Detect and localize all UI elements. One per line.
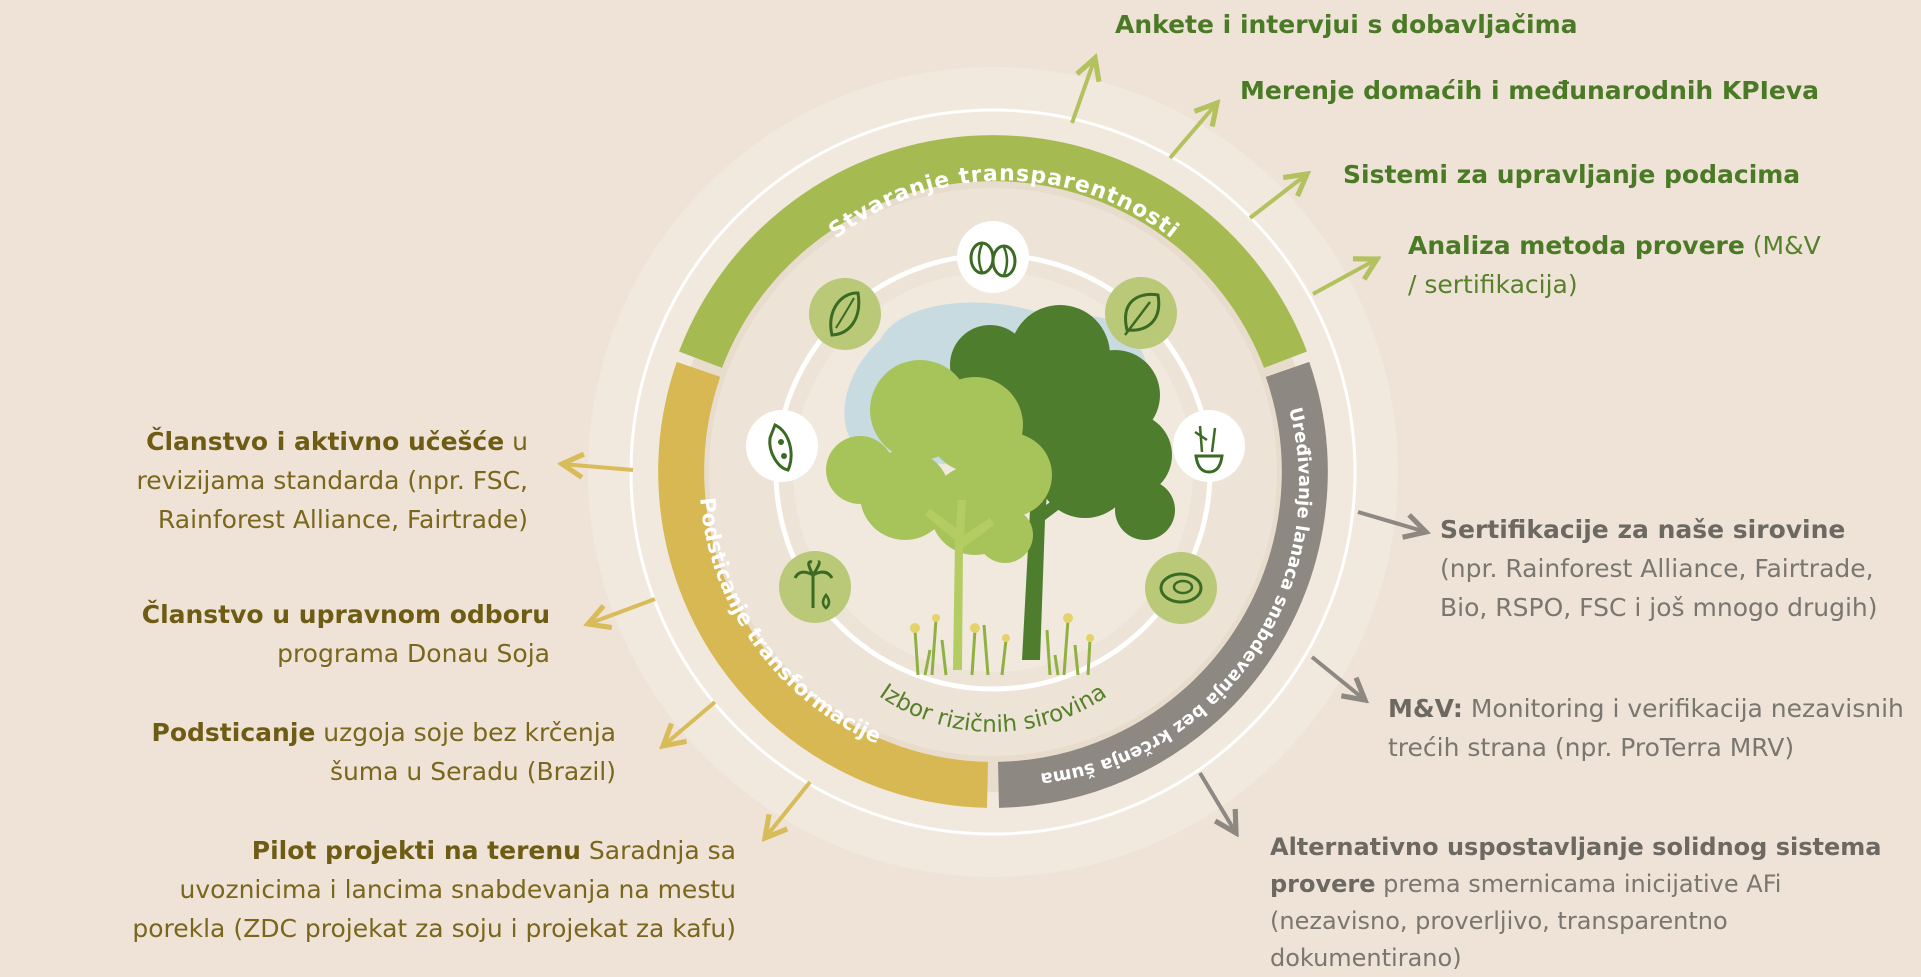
flowers	[910, 613, 1094, 642]
item-bold: Analiza metoda provere	[1408, 231, 1745, 260]
ring-supply-chain	[997, 361, 1328, 808]
item-bold: Ankete i intervjui s dobavljačima	[1115, 10, 1578, 39]
arrow-1	[1070, 58, 1095, 124]
transparency-item: Ankete i intervjui s dobavljačima	[1115, 5, 1895, 44]
arrow-8	[765, 780, 812, 838]
arrow-11	[1198, 771, 1236, 833]
arrow-9	[1357, 510, 1426, 532]
supply-chain-item: Sertifikacije za naše sirovine (npr. Rai…	[1440, 510, 1910, 627]
item-bold: Sistemi za upravljanje podacima	[1343, 160, 1801, 189]
item-text: Monitoring i verifikacija nezavisnih tre…	[1388, 694, 1904, 762]
transformation-item: Članstvo u upravnom odboru programa Dona…	[130, 595, 550, 673]
item-bold: Članstvo u upravnom odboru	[141, 600, 550, 629]
tea-icon	[1173, 410, 1245, 482]
soy-icon	[746, 410, 818, 482]
transparency-arrows	[1070, 58, 1377, 296]
arrow-3	[1248, 174, 1307, 220]
item-text: (M&V / sertifikacija)	[1408, 231, 1821, 299]
meat-icon	[1145, 552, 1217, 624]
arrow-10	[1310, 655, 1365, 700]
item-text: Saradnja sa uvoznicima i lancima snabdev…	[132, 836, 736, 943]
item-bold: Članstvo i aktivno učešće	[146, 427, 505, 456]
transparency-item: Sistemi za upravljanje podacima	[1343, 155, 1903, 194]
item-bold: Alternativno uspostavljanje solidnog sis…	[1270, 833, 1882, 898]
coffee-beans-icon	[957, 221, 1029, 293]
palm-oil-icon	[779, 551, 851, 623]
item-bold: Podsticanje	[151, 718, 316, 747]
supply-chain-item: M&V: Monitoring i verifikacija nezavisni…	[1388, 689, 1918, 767]
item-bold: Merenje domaćih i međunarodnih KPIeva	[1240, 76, 1820, 105]
arrow-4	[1312, 259, 1377, 296]
transparency-item: Analiza metoda provere (M&V / sertifikac…	[1408, 226, 1828, 304]
supply-chain-arrows	[1198, 510, 1426, 833]
item-bold: M&V:	[1388, 694, 1463, 723]
arrow-5	[562, 464, 634, 470]
outer-ring-line	[629, 108, 1357, 836]
arrow-7	[663, 700, 717, 746]
item-text: programa Donau Soja	[277, 639, 550, 668]
supply-chain-item: Alternativno uspostavljanje solidnog sis…	[1270, 829, 1900, 977]
item-text: u revizijama standarda (npr. FSC, Rainfo…	[136, 427, 528, 534]
item-bold: Sertifikacije za naše sirovine	[1440, 515, 1846, 544]
transparency-item: Merenje domaćih i međunarodnih KPIeva	[1240, 71, 1900, 110]
arrow-6	[588, 597, 656, 624]
ring-transformation	[658, 361, 989, 808]
arrow-2	[1168, 103, 1217, 160]
tree-illustration	[826, 302, 1175, 676]
leaf-icon	[1105, 277, 1177, 349]
ring-transparency	[679, 135, 1307, 368]
item-text: (npr. Rainforest Alliance, Fairtrade, Bi…	[1440, 554, 1878, 622]
grass	[913, 619, 1092, 676]
transformation-item: Pilot projekti na terenu Saradnja sa uvo…	[110, 831, 736, 948]
item-bold: Pilot projekti na terenu	[251, 836, 581, 865]
light-tree-trunk	[925, 500, 994, 670]
transformation-item: Članstvo i aktivno učešće u revizijama s…	[10, 422, 528, 539]
item-text: prema smernicama inicijative AFi (nezavi…	[1270, 870, 1782, 972]
cocoa-icon	[809, 278, 881, 350]
transformation-item: Podsticanje uzgoja soje bez krčenja šuma…	[130, 713, 616, 791]
transformation-arrows	[562, 464, 812, 838]
light-tree	[826, 360, 1052, 563]
item-text: uzgoja soje bez krčenja šuma u Seradu (B…	[315, 718, 616, 786]
